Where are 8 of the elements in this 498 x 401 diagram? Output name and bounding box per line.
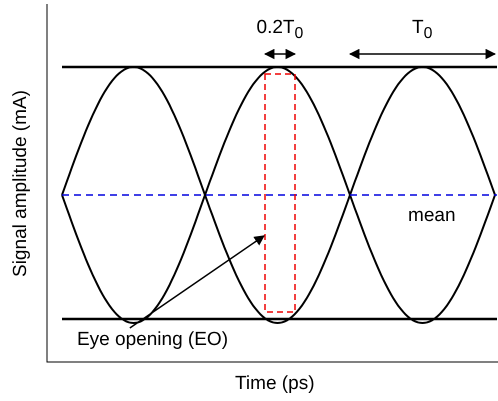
leader-line — [129, 235, 265, 329]
dimension-label: T$_{0}$ — [412, 18, 432, 42]
dimension-label: 0.2T$_{0}$ — [256, 18, 304, 42]
annotation-text: Eye opening (EO) — [77, 330, 228, 349]
axis-title: Time (ps) — [235, 374, 315, 393]
axis-title: Signal amplitude (mA) — [10, 90, 30, 276]
eye-opening-window — [264, 73, 296, 313]
line-label: mean — [408, 206, 456, 225]
